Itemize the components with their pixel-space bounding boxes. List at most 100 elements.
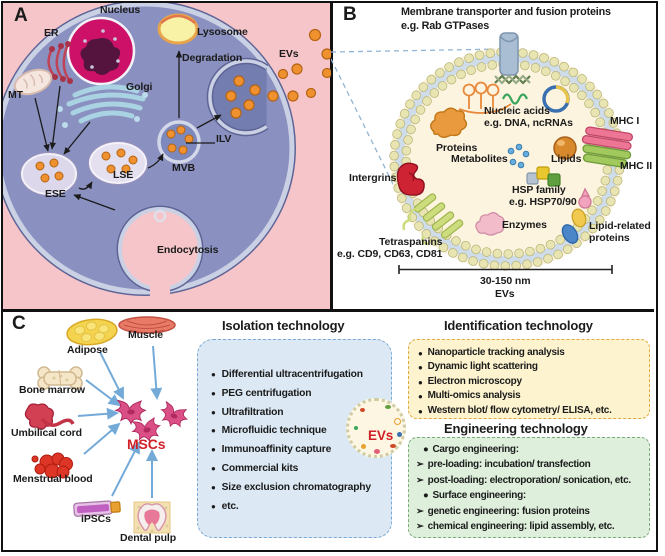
identification-item: ●Multi-omics analysis (418, 390, 521, 402)
bullet-icon: ● (211, 426, 216, 436)
lipid-related-sublabel: proteins (589, 232, 630, 244)
ilv-label: ILV (216, 133, 232, 145)
engineering-technology-box: ●Cargo engineering: ➢pre-loading: incuba… (408, 437, 650, 538)
evs-label-panel-a: EVs (279, 48, 299, 60)
lse-illustration (88, 141, 148, 185)
ipscs-label: iPSCs (81, 513, 111, 525)
integrins-label: Intergrins (349, 172, 397, 184)
bullet-icon: ● (418, 363, 423, 373)
panel-c-label: C (12, 313, 26, 334)
engineering-technology-title: Engineering technology (444, 421, 588, 436)
degradation-label: Degradation (182, 52, 243, 64)
muscle-label: Muscle (128, 329, 163, 341)
mhc-ii-label: MHC II (620, 160, 653, 172)
isolation-item: ●PEG centrifugation (211, 387, 312, 399)
isolation-item: ●Ultrafiltration (211, 406, 284, 418)
tetraspanins-label: Tetraspanins (379, 236, 443, 248)
menstrual-blood-label: Menstrual blood (13, 473, 93, 485)
nucleic-acids-sublabel: e.g. DNA, ncRNAs (484, 117, 573, 129)
arrow-bullet-icon: ➢ (416, 459, 424, 471)
isolation-item: ●Immunoaffinity capture (211, 444, 332, 456)
engineering-item: ➢chemical engineering: lipid assembly, e… (416, 520, 615, 532)
mitochondrion-illustration (13, 68, 53, 96)
adipose-label: Adipose (67, 344, 108, 356)
engineering-item: ➢pre-loading: incubation/ transfection (416, 459, 591, 471)
isolation-item: ●Microfluidic technique (211, 425, 327, 437)
ev-dots-released (267, 28, 331, 102)
arrow-bullet-icon: ➢ (416, 520, 424, 532)
lipids-label: Lipids (551, 153, 582, 165)
metabolites-icon (507, 143, 530, 169)
mscs-label: MSCs (127, 436, 166, 452)
bullet-icon: ● (418, 377, 423, 387)
identification-item: ●Dynamic light scattering (418, 361, 538, 373)
tetraspanins-sublabel: e.g. CD9, CD63, CD81 (337, 248, 443, 260)
hsp-family-sublabel: e.g. HSP70/90 (509, 196, 577, 208)
cargo-speck-icon (397, 432, 402, 437)
cargo-speck-icon (394, 418, 401, 425)
nucleus-illustration (66, 16, 136, 86)
plasmid-icon (542, 85, 570, 113)
engineering-item: ➢genetic engineering: fusion proteins (416, 505, 590, 517)
er-label: ER (44, 27, 59, 39)
cargo-speck-icon (360, 408, 365, 412)
membrane-transporter-title: Membrane transporter and fusion proteins (401, 6, 611, 18)
panel-a-label: A (14, 5, 28, 26)
engineering-item: ●Surface engineering: (423, 490, 526, 502)
zoom-dashed-lines (331, 48, 504, 187)
cargo-speck-icon (361, 444, 366, 449)
lysosome-illustration (157, 13, 199, 45)
enzymes-label: Enzymes (502, 219, 547, 231)
cargo-speck-icon (354, 426, 358, 430)
nucleic-acids-label: Nucleic acids (484, 105, 550, 117)
enzymes-icon (475, 212, 505, 236)
ev-structure-illustration (331, 32, 634, 274)
engineering-item: ●Cargo engineering: (423, 444, 519, 455)
bullet-icon: ● (418, 349, 423, 358)
bullet-icon: ● (418, 406, 423, 416)
rna-hairpins-icon (458, 81, 512, 114)
ev-dots-inside (225, 75, 261, 119)
integrins-icon (396, 162, 425, 196)
pathway-arrows (34, 50, 222, 211)
bullet-icon: ● (418, 392, 423, 402)
bullet-icon: ● (211, 407, 216, 417)
tetraspanins-icon (402, 193, 464, 246)
metabolites-label: Metabolites (451, 153, 508, 165)
lse-label: LSE (113, 169, 134, 181)
golgi-illustration (57, 84, 148, 128)
membrane-transporter-subtitle: e.g. Rab GTPases (401, 20, 490, 32)
bullet-icon: ● (211, 445, 216, 455)
panel-divider-vertical (330, 3, 333, 309)
lysosome-label: Lysosome (197, 26, 248, 38)
arrow-bullet-icon: ➢ (416, 505, 424, 517)
identification-item: ●Electron microscopy (418, 375, 522, 387)
arrow-bullet-icon: ➢ (416, 474, 424, 486)
isolation-item: ●etc. (211, 500, 239, 512)
bullet-icon: ● (423, 490, 429, 502)
bullet-icon: ● (423, 444, 429, 455)
proteins-label: Proteins (436, 142, 478, 154)
evs-label-panel-b: EVs (495, 288, 515, 300)
identification-technology-box: ●Nanoparticle tracking analysis ●Dynamic… (408, 339, 650, 419)
panel-divider-horizontal (3, 309, 654, 312)
ese-label: ESE (45, 188, 66, 200)
ncrna-icon (501, 93, 529, 105)
ese-illustration (20, 152, 78, 196)
cell-biogenesis-illustration (3, 3, 331, 301)
umbilical-cord-label: Umbilical cord (11, 427, 82, 439)
panel-b-label: B (343, 4, 357, 25)
bone-marrow-label: Bone marrow (19, 384, 85, 396)
identification-technology-title: Identification technology (444, 318, 593, 333)
dental-pulp-label: Dental pulp (120, 532, 177, 544)
golgi-label: Golgi (126, 81, 153, 93)
mvb-label: MVB (172, 162, 196, 174)
isolation-technology-title: Isolation technology (222, 318, 345, 333)
isolation-item: ●Differential ultracentrifugation (211, 369, 363, 380)
cargo-speck-icon (374, 449, 380, 454)
mhc-i-label: MHC I (610, 115, 640, 127)
isolation-item: ●Commercial kits (211, 462, 299, 474)
proteins-icon (430, 107, 468, 138)
figure-border (1, 1, 658, 552)
ev-release-site (206, 57, 269, 137)
